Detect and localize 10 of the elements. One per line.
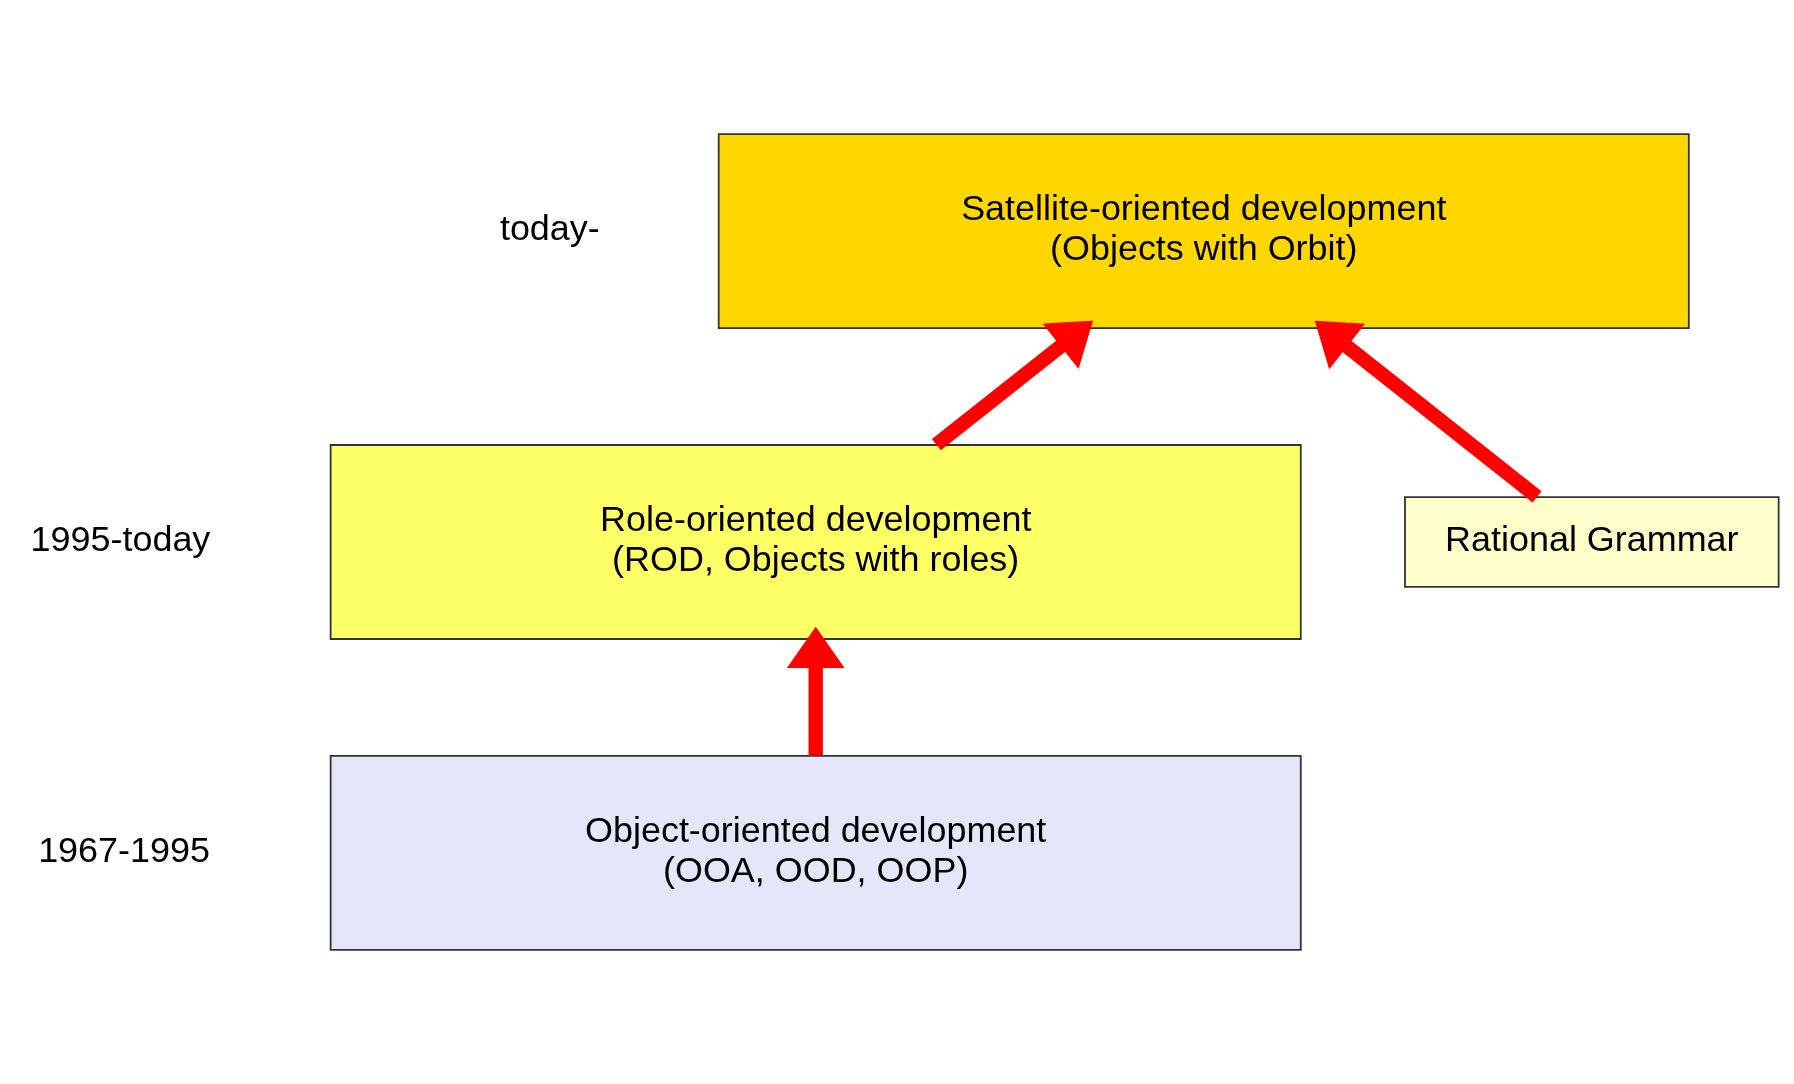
node-box: Role-oriented development (ROD, Objects with roles) <box>329 444 1302 640</box>
node-label: 1967-1995 <box>38 828 210 870</box>
arrow <box>786 626 845 756</box>
node-box: Object-oriented development (OOA, OOD, OOP) <box>329 754 1302 951</box>
node-box: Rational Grammar <box>1404 496 1780 588</box>
arrow <box>931 320 1093 451</box>
arrow <box>1314 320 1542 503</box>
node-label: today- <box>499 207 600 249</box>
node-box: Satellite-oriented development (Objects with Orbit) <box>717 133 1690 330</box>
node-label: 1995-today <box>30 517 211 559</box>
